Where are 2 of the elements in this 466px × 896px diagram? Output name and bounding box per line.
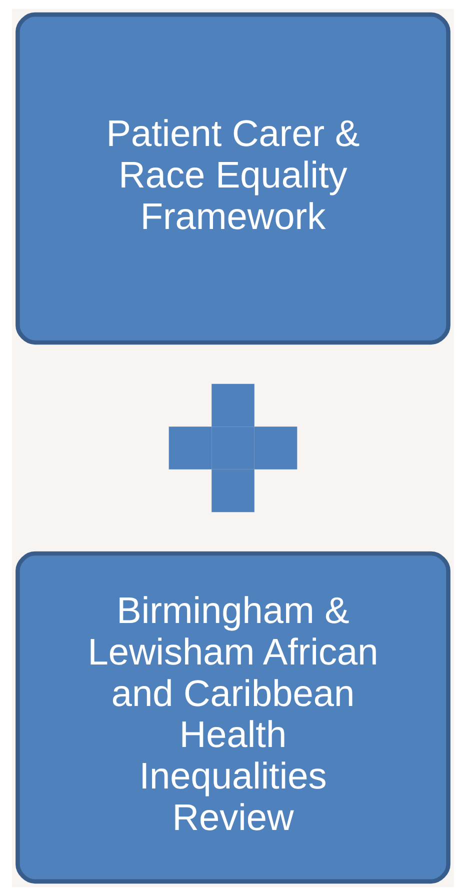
node-box: Patient Carer & Race Equality Framework [16, 12, 450, 345]
node-box: Birmingham & Lewisham African and Caribbean Health Inequalities Review [16, 551, 450, 884]
